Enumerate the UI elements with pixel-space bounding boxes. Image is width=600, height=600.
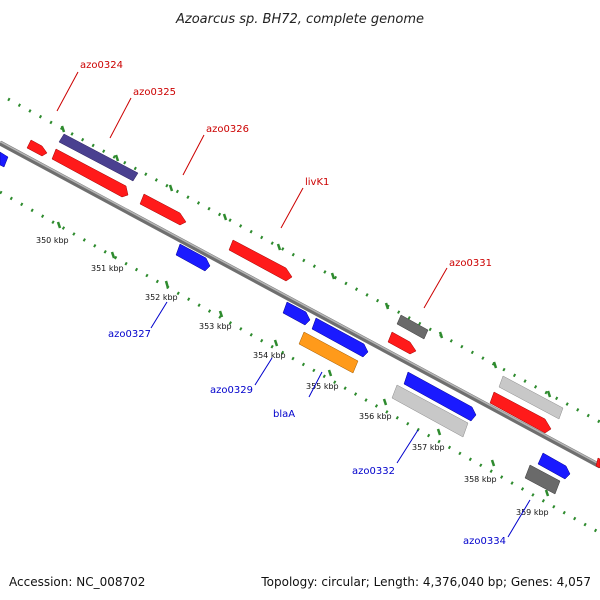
inner-dotted-ring	[0, 190, 600, 535]
gene-label-forward[interactable]: azo0325	[133, 87, 176, 98]
gene-label-reverse[interactable]: azo0334	[463, 536, 506, 547]
gene-feature-lightgray[interactable]	[391, 384, 469, 438]
kbp-label: 353 kbp	[199, 322, 232, 331]
gene-feature-red[interactable]	[51, 148, 129, 198]
kbp-label: 350 kbp	[36, 236, 69, 245]
kbp-label: 356 kbp	[359, 412, 392, 421]
accession-text: Accession: NC_008702	[9, 575, 145, 589]
gene-leader-line	[182, 134, 205, 176]
gene-leader-line	[396, 429, 419, 464]
kbp-label: 351 kbp	[91, 264, 124, 273]
gene-feature-red[interactable]	[489, 391, 552, 434]
gene-leader-line	[109, 97, 132, 139]
gene-feature-red[interactable]	[595, 457, 600, 469]
reverse-strand-features	[0, 151, 571, 495]
kbp-label: 359 kbp	[516, 508, 549, 517]
gene-feature-blue[interactable]	[537, 452, 571, 480]
genome-backbone	[0, 140, 600, 469]
gene-feature-blue[interactable]	[175, 243, 211, 272]
gene-feature-gray[interactable]	[396, 314, 429, 340]
outer-dotted-ring	[7, 97, 600, 424]
gene-label-reverse[interactable]: blaA	[273, 409, 295, 420]
forward-strand-features	[26, 133, 600, 469]
gene-label-forward[interactable]: azo0324	[80, 60, 123, 71]
gene-feature-red[interactable]	[26, 139, 48, 157]
gene-feature-blue[interactable]	[282, 301, 311, 326]
kbp-label: 357 kbp	[412, 443, 445, 452]
gene-label-reverse[interactable]: azo0329	[210, 385, 253, 396]
gene-feature-blue[interactable]	[403, 371, 477, 422]
gene-leader-line	[507, 499, 531, 538]
kbp-label: 354 kbp	[253, 351, 286, 360]
gene-feature-red[interactable]	[228, 239, 293, 282]
gene-feature-lightgray[interactable]	[498, 375, 564, 420]
kbp-tick-marks	[56, 221, 550, 497]
genome-backbone-highlight	[0, 140, 600, 466]
gene-label-reverse[interactable]: azo0327	[108, 329, 151, 340]
gene-feature-gray[interactable]	[524, 464, 561, 495]
map-title: Azoarcus sp. BH72, complete genome	[175, 12, 424, 27]
gene-leader-line	[423, 267, 448, 309]
gene-label-forward[interactable]: azo0331	[449, 258, 492, 269]
gene-label-reverse[interactable]: azo0332	[352, 466, 395, 477]
gene-feature-red[interactable]	[387, 331, 417, 355]
gene-feature-blue[interactable]	[311, 317, 369, 358]
gene-label-forward[interactable]: livK1	[305, 177, 329, 188]
genome-stats-text: Topology: circular; Length: 4,376,040 bp…	[260, 575, 591, 589]
kbp-label: 358 kbp	[464, 475, 497, 484]
gene-leader-line	[150, 301, 168, 329]
gene-leader-line	[280, 187, 304, 229]
forward-gene-labels: azo0324 azo0325 azo0326 livK1 azo0331	[56, 60, 492, 309]
gene-leader-line	[56, 71, 79, 112]
gene-feature-orange[interactable]	[298, 331, 359, 374]
kbp-labels: 350 kbp 351 kbp 352 kbp 353 kbp 354 kbp …	[36, 236, 549, 517]
reverse-gene-labels: azo0327 azo0329 blaA azo0332 azo0334	[108, 301, 531, 547]
gene-feature-blue[interactable]	[0, 151, 9, 168]
gene-leader-line	[254, 357, 273, 386]
gene-feature-red[interactable]	[139, 193, 187, 226]
gene-label-forward[interactable]: azo0326	[206, 124, 249, 135]
kbp-label: 352 kbp	[145, 293, 178, 302]
kbp-label: 355 kbp	[306, 382, 339, 391]
gene-feature-purple[interactable]	[58, 133, 139, 182]
outer-ring-ticks	[60, 125, 552, 398]
gene-leader-line	[308, 371, 323, 398]
